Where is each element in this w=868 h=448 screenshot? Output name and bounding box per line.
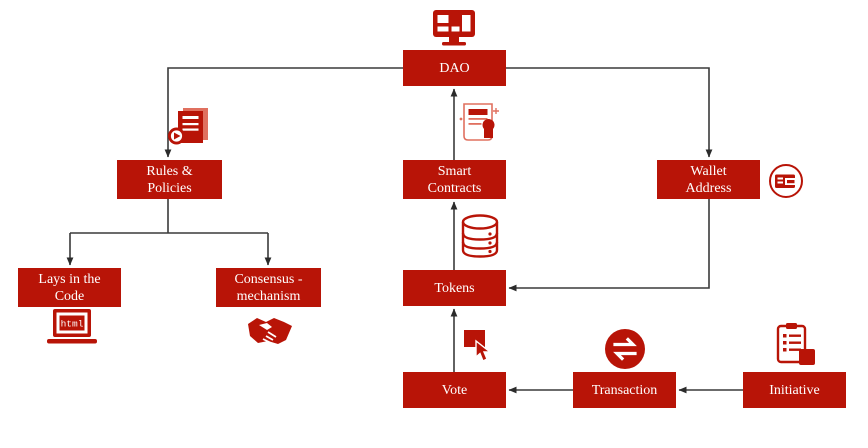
node-consensus-line1: Consensus - — [234, 271, 303, 287]
node-smart-line1: Smart — [437, 163, 472, 179]
node-initiative-label: Initiative — [769, 382, 820, 398]
node-vote-label: Vote — [441, 382, 468, 398]
edge-wallet-to-tokens — [508, 199, 710, 292]
node-smart-line2: Contracts — [427, 180, 482, 196]
node-consensus-line2: mechanism — [236, 288, 301, 304]
node-rules-line2: Policies — [147, 180, 192, 196]
node-rules-policies[interactable]: Rules & Policies — [117, 160, 222, 199]
node-tokens-label: Tokens — [434, 280, 475, 296]
node-rules-line1: Rules & — [146, 163, 193, 179]
node-dao-label: DAO — [439, 60, 470, 76]
node-smart-contracts[interactable]: Smart Contracts — [403, 160, 506, 199]
edge-dao-to-wallet — [506, 67, 713, 158]
node-vote[interactable]: Vote — [403, 372, 506, 408]
node-lays-in-the-code[interactable]: Lays in the Code — [18, 268, 121, 307]
node-lays-line2: Code — [54, 288, 85, 304]
node-dao[interactable]: DAO — [403, 50, 506, 86]
node-transaction-label: Transaction — [591, 382, 658, 398]
node-tokens[interactable]: Tokens — [403, 270, 506, 306]
node-wallet-address[interactable]: Wallet Address — [657, 160, 760, 199]
node-consensus-mechanism[interactable]: Consensus - mechanism — [216, 268, 321, 307]
node-wallet-line2: Address — [685, 180, 732, 196]
node-wallet-line1: Wallet — [690, 163, 727, 179]
node-lays-line1: Lays in the — [38, 271, 101, 287]
node-initiative[interactable]: Initiative — [743, 372, 846, 408]
edge-dao-to-rules — [164, 67, 403, 158]
node-transaction[interactable]: Transaction — [573, 372, 676, 408]
